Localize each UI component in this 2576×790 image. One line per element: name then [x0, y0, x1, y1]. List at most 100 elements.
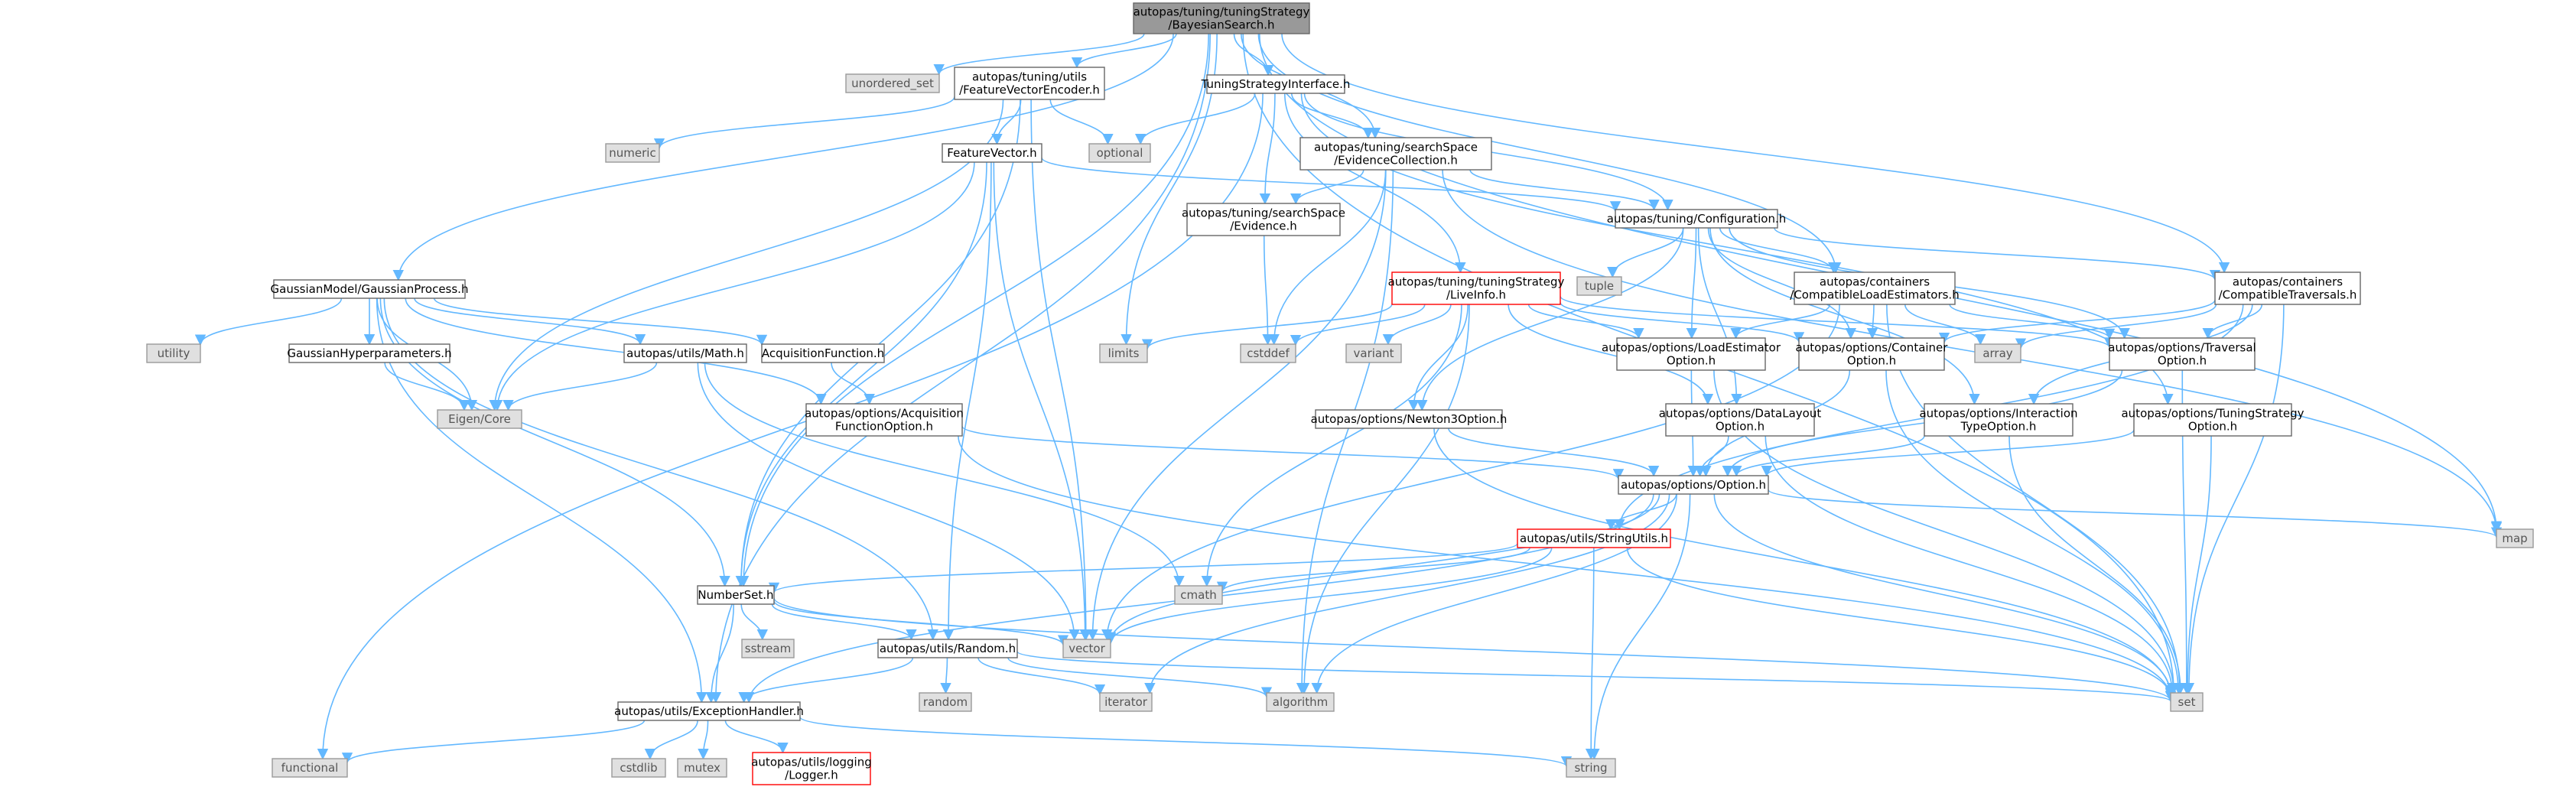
edge-acqopt-to-option — [961, 425, 1624, 480]
node-ghp[interactable]: GaussianHyperparameters.h — [287, 343, 452, 363]
node-random[interactable]: random — [919, 692, 972, 712]
edge-line — [1041, 157, 1621, 213]
node-numberset[interactable]: NumberSet.h — [697, 585, 775, 605]
node-functional[interactable]: functional — [272, 758, 348, 778]
edge-comptrav-to-contopt — [1938, 299, 2216, 344]
node-box — [1566, 758, 1616, 778]
edge-fv-to-random-h — [942, 161, 992, 641]
edge-newton3-to-set — [1433, 428, 2177, 697]
node-label: iterator — [1104, 695, 1148, 709]
node-box — [2214, 271, 2361, 305]
node-label: /EvidenceCollection.h — [1334, 154, 1458, 167]
node-cstddef[interactable]: cstddef — [1240, 343, 1296, 363]
node-map[interactable]: map — [2496, 528, 2534, 548]
node-option[interactable]: autopas/options/Option.h — [1618, 475, 1769, 495]
node-evcoll[interactable]: autopas/tuning/searchSpace/EvidenceColle… — [1299, 137, 1492, 171]
edge-line — [1135, 93, 1256, 145]
node-acqopt[interactable]: autopas/options/AcquisitionFunctionOptio… — [805, 403, 964, 437]
edge-line — [1016, 651, 2176, 703]
node-sstream[interactable]: sstream — [741, 639, 795, 658]
edge-line — [1442, 169, 2503, 534]
node-label: autopas/tuning/searchSpace — [1314, 141, 1478, 154]
node-acqfn[interactable]: AcquisitionFunction.h — [761, 343, 885, 363]
node-variant[interactable]: variant — [1345, 343, 1402, 363]
node-compload[interactable]: autopas/containers/CompatibleLoadEstimat… — [1790, 271, 1960, 305]
node-tsi[interactable]: TuningStrategyInterface.h — [1201, 74, 1351, 94]
node-label: autopas/containers — [1820, 275, 1930, 289]
node-label: cstddef — [1247, 346, 1290, 360]
node-label: cmath — [1180, 588, 1216, 602]
node-eigen[interactable]: Eigen/Core — [437, 409, 522, 429]
node-strutils[interactable]: autopas/utils/StringUtils.h — [1517, 528, 1671, 548]
edge-liveinfo-to-loadest — [1527, 304, 1644, 340]
node-comptrav[interactable]: autopas/containers/CompatibleTraversals.… — [2214, 271, 2361, 305]
node-evidence[interactable]: autopas/tuning/searchSpace/Evidence.h — [1182, 203, 1345, 236]
node-algorithm[interactable]: algorithm — [1266, 692, 1335, 712]
node-box — [1266, 692, 1335, 712]
node-cmath[interactable]: cmath — [1174, 585, 1223, 605]
node-box — [1345, 343, 1402, 363]
node-cstdlib[interactable]: cstdlib — [611, 758, 666, 778]
node-fve[interactable]: autopas/tuning/utils/FeatureVectorEncode… — [954, 67, 1105, 100]
node-exc[interactable]: autopas/utils/ExceptionHandler.h — [614, 701, 804, 721]
node-layer: autopas/tuning/tuningStrategy/BayesianSe… — [146, 2, 2534, 785]
edge-evidence-to-cstddef — [1262, 235, 1273, 346]
edge-line — [1268, 169, 1387, 346]
node-liveinfo[interactable]: autopas/tuning/tuningStrategy/LiveInfo.h — [1388, 271, 1565, 305]
edge-line — [1416, 227, 1684, 411]
node-label: tuple — [1585, 279, 1614, 293]
node-root[interactable]: autopas/tuning/tuningStrategy/BayesianSe… — [1133, 2, 1310, 34]
node-label: string — [1574, 761, 1607, 775]
node-newton3[interactable]: autopas/options/Newton3Option.h — [1311, 409, 1508, 429]
edge-line — [958, 435, 2177, 700]
node-unordered-set[interactable]: unordered_set — [845, 73, 940, 93]
node-label: Eigen/Core — [448, 412, 511, 426]
node-limits[interactable]: limits — [1099, 343, 1148, 363]
edge-line — [1290, 169, 1364, 205]
node-optional[interactable]: optional — [1088, 143, 1151, 163]
node-string[interactable]: string — [1566, 758, 1616, 778]
node-box — [761, 343, 885, 363]
node-label: autopas/utils/ExceptionHandler.h — [614, 704, 804, 718]
node-label: sstream — [745, 642, 791, 655]
node-logger[interactable]: autopas/utils/logging/Logger.h — [751, 752, 872, 785]
node-numeric[interactable]: numeric — [605, 143, 660, 163]
edge-line — [1290, 93, 1374, 139]
edge-line — [341, 720, 646, 764]
edge-ghp-to-eigen — [384, 362, 470, 411]
edge-line — [1709, 227, 1980, 405]
node-box — [1133, 2, 1310, 34]
node-fv[interactable]: FeatureVector.h — [942, 143, 1042, 163]
edge-liveinfo-to-limits — [1141, 303, 1393, 350]
node-set[interactable]: set — [2170, 692, 2204, 712]
node-label: autopas/options/Interaction — [1919, 407, 2077, 421]
node-label: limits — [1108, 346, 1140, 360]
node-gp[interactable]: GaussianModel/GaussianProcess.h — [271, 279, 469, 299]
node-config[interactable]: autopas/tuning/Configuration.h — [1607, 209, 1787, 229]
node-mutex[interactable]: mutex — [677, 758, 727, 778]
node-array[interactable]: array — [1974, 343, 2021, 363]
edge-line — [1730, 304, 1831, 340]
node-random-h[interactable]: autopas/utils/Random.h — [877, 639, 1018, 658]
node-box — [1576, 276, 1622, 296]
node-tuple[interactable]: tuple — [1576, 276, 1622, 296]
node-iterator[interactable]: iterator — [1099, 692, 1153, 712]
node-label: /CompatibleLoadEstimators.h — [1790, 288, 1959, 302]
node-vector[interactable]: vector — [1062, 639, 1111, 658]
edge-fve-to-vector — [1030, 99, 1091, 641]
edge-line — [1527, 304, 1644, 340]
edge-compload-to-array — [1904, 304, 1986, 346]
edge-root-to-unordered-set — [933, 33, 1145, 76]
edge-evcoll-to-vector — [1087, 169, 1387, 641]
edge-strutils-to-cmath — [1216, 547, 1530, 593]
node-utility[interactable]: utility — [146, 343, 201, 363]
node-math[interactable]: autopas/utils/Math.h — [623, 343, 747, 363]
edge-evcoll-to-map — [1442, 169, 2503, 534]
node-box — [805, 403, 963, 437]
